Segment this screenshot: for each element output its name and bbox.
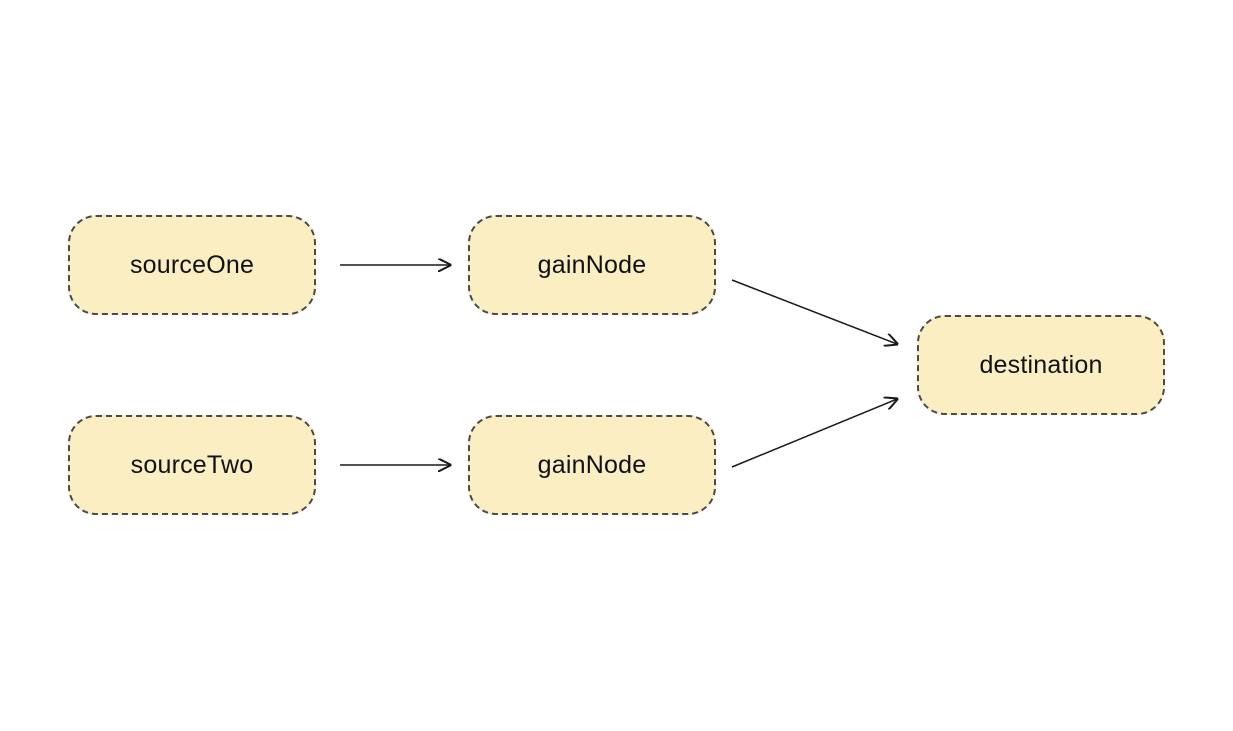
node-sourceOne: sourceOne <box>68 215 316 315</box>
arrow-gainNode-bottom-to-destination <box>731 399 897 468</box>
node-destination: destination <box>917 315 1165 415</box>
node-sourceOne-label: sourceOne <box>129 250 255 279</box>
arrow-gainNode-top-to-destination <box>731 279 897 344</box>
node-sourceTwo-label: sourceTwo <box>130 450 254 479</box>
node-sourceTwo: sourceTwo <box>68 415 316 515</box>
node-gainNode-top-label: gainNode <box>537 250 647 279</box>
node-gainNode-top: gainNode <box>468 215 716 315</box>
node-gainNode-bottom-label: gainNode <box>537 450 647 479</box>
node-destination-label: destination <box>979 350 1103 379</box>
node-gainNode-bottom: gainNode <box>468 415 716 515</box>
